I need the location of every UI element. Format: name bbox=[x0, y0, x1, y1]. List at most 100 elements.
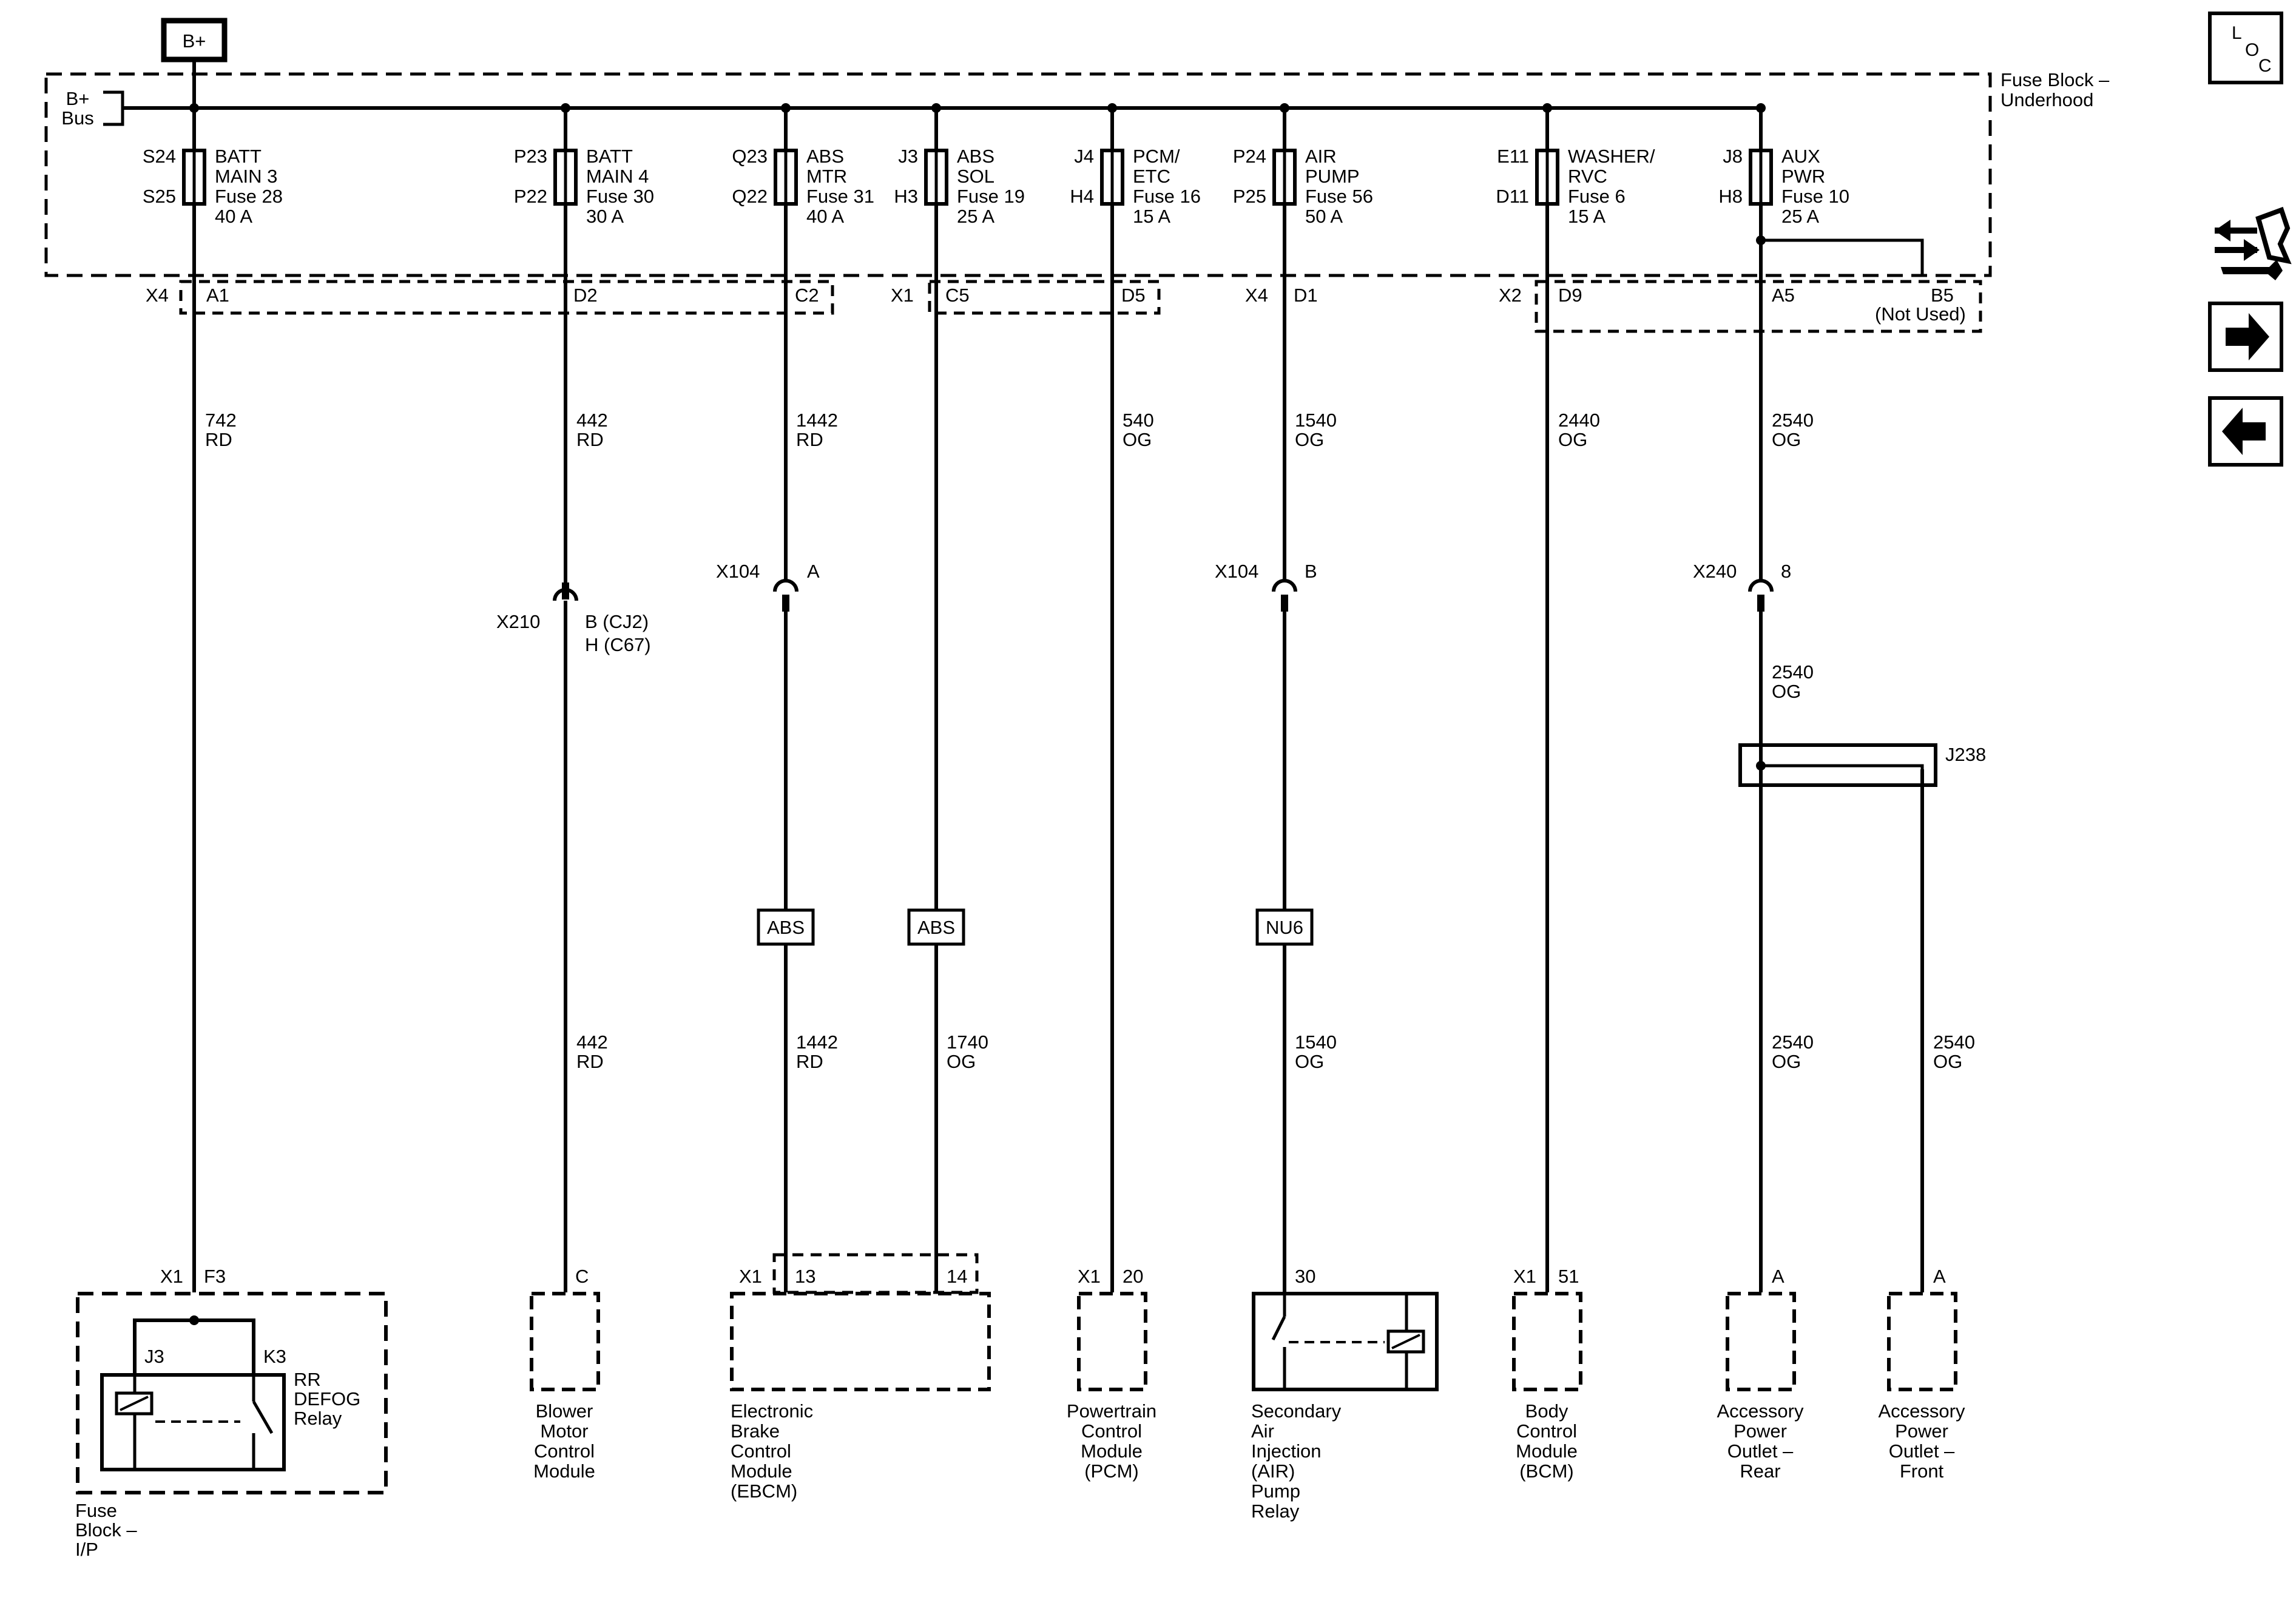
option-abs-1-label: ABS bbox=[767, 917, 805, 938]
fuse-rating: 40 A bbox=[806, 206, 844, 227]
conn-c2: C2 bbox=[795, 285, 819, 306]
fuse-name-1: BATT bbox=[586, 146, 633, 167]
vertical-wires bbox=[192, 209, 1924, 1292]
wire-labels: 742 RD 442 RD 1442 RD 540 OG 1540 OG 244… bbox=[205, 410, 1975, 1072]
svg-text:Outlet –: Outlet – bbox=[1727, 1440, 1794, 1462]
fuse-number: Fuse 6 bbox=[1568, 186, 1626, 207]
wire-2440-num: 2440 bbox=[1558, 410, 1600, 431]
ebcm-pin14: 14 bbox=[947, 1266, 967, 1287]
aux-branch-b5 bbox=[1761, 238, 1924, 274]
conn-d1: D1 bbox=[1294, 285, 1318, 306]
fuse-name-2: ETC bbox=[1133, 166, 1170, 187]
arrow-left-icon[interactable] bbox=[2208, 396, 2283, 467]
conn-a5: A5 bbox=[1772, 285, 1795, 306]
conn-x4b: X4 bbox=[1245, 285, 1268, 306]
wire-1442b-num: 1442 bbox=[796, 1031, 838, 1053]
svg-text:Control: Control bbox=[731, 1440, 791, 1462]
option-nu6 bbox=[1255, 908, 1314, 946]
wire-2540c-color: OG bbox=[1772, 1051, 1801, 1072]
fuse-rating: 15 A bbox=[1133, 206, 1170, 227]
fuse-block-ip-2: Block – bbox=[75, 1519, 137, 1541]
option-abs-2-label: ABS bbox=[917, 917, 955, 938]
wire-1442a-color: RD bbox=[796, 429, 823, 450]
blower-name: Blower Motor Control Module bbox=[533, 1400, 595, 1482]
wire-442a-num: 442 bbox=[576, 410, 608, 431]
bus-bracket bbox=[103, 90, 124, 126]
x104b-pin: B bbox=[1305, 561, 1317, 582]
wire-2540b-color: OG bbox=[1772, 681, 1801, 702]
svg-text:Module: Module bbox=[1081, 1440, 1143, 1462]
fuse-name-2: PWR bbox=[1781, 166, 1825, 187]
wire-1540a-num: 1540 bbox=[1295, 410, 1337, 431]
location-button[interactable]: L O C bbox=[2208, 12, 2283, 84]
rr-defog-name-2: DEFOG bbox=[294, 1388, 360, 1409]
wire-2540b-num: 2540 bbox=[1772, 661, 1814, 683]
air-pump-relay-component bbox=[1252, 1292, 1439, 1391]
wire-1540b-num: 1540 bbox=[1295, 1031, 1337, 1053]
connector-x1-box bbox=[928, 280, 1161, 315]
fuse-pin-bottom: Q22 bbox=[732, 186, 768, 207]
outlet-front-pin: A bbox=[1933, 1266, 1946, 1287]
svg-text:Powertrain: Powertrain bbox=[1067, 1400, 1156, 1422]
outlet-rear-name: Accessory Power Outlet – Rear bbox=[1717, 1400, 1804, 1482]
svg-text:Motor: Motor bbox=[540, 1420, 588, 1442]
svg-text:Injection: Injection bbox=[1251, 1440, 1321, 1462]
fuse-name-2: PUMP bbox=[1305, 166, 1360, 187]
svg-text:Front: Front bbox=[1900, 1460, 1944, 1482]
rr-defog-j3: J3 bbox=[144, 1346, 164, 1367]
svg-text:Body: Body bbox=[1525, 1400, 1568, 1422]
fuse-number: Fuse 19 bbox=[957, 186, 1025, 207]
fuse-number: Fuse 28 bbox=[215, 186, 283, 207]
rr-defog-name-3: Relay bbox=[294, 1408, 342, 1429]
pcm-name: Powertrain Control Module (PCM) bbox=[1067, 1400, 1156, 1482]
loc-letter-c: C bbox=[2258, 56, 2272, 76]
wire-540-color: OG bbox=[1123, 429, 1152, 450]
x104a-pin: A bbox=[807, 561, 820, 582]
svg-text:Power: Power bbox=[1895, 1420, 1948, 1442]
fuse-pin-top: S24 bbox=[143, 146, 176, 167]
fuse-name-1: BATT bbox=[215, 146, 262, 167]
ebcm-pin13: 13 bbox=[795, 1266, 815, 1287]
conn-a1: A1 bbox=[206, 285, 229, 306]
arrow-right-icon[interactable] bbox=[2208, 302, 2283, 372]
pcm-pin: 20 bbox=[1123, 1266, 1143, 1287]
wire-1540a-color: OG bbox=[1295, 429, 1324, 450]
svg-text:Secondary: Secondary bbox=[1251, 1400, 1342, 1422]
fuse-number: Fuse 56 bbox=[1305, 186, 1373, 207]
outlet-front-name: Accessory Power Outlet – Front bbox=[1879, 1400, 1965, 1482]
outlet-rear-pin: A bbox=[1772, 1266, 1784, 1287]
wire-1540b-color: OG bbox=[1295, 1051, 1324, 1072]
fuse-pin-top: E11 bbox=[1497, 146, 1529, 167]
bus-label-line2: Bus bbox=[61, 107, 93, 129]
x104b-label: X104 bbox=[1215, 561, 1258, 582]
j238-splice-dot bbox=[1756, 761, 1766, 771]
fuse-name-2: SOL bbox=[957, 166, 994, 187]
fuse-pin-top: P23 bbox=[514, 146, 547, 167]
fuse-name-2: MAIN 4 bbox=[586, 166, 649, 187]
fuse-name-1: ABS bbox=[957, 146, 994, 167]
conn-not-used: (Not Used) bbox=[1875, 303, 1966, 325]
svg-text:Outlet –: Outlet – bbox=[1889, 1440, 1955, 1462]
fuse-pin-bottom: P22 bbox=[514, 186, 547, 207]
svg-text:Accessory: Accessory bbox=[1717, 1400, 1804, 1422]
x240-label: X240 bbox=[1693, 561, 1737, 582]
connector-tools-icon[interactable] bbox=[2215, 206, 2292, 280]
bplus-label: B+ bbox=[183, 30, 206, 52]
svg-text:(PCM): (PCM) bbox=[1084, 1460, 1139, 1482]
ebcm-name: Electronic Brake Control Module (EBCM) bbox=[731, 1400, 813, 1502]
x104a-label: X104 bbox=[716, 561, 760, 582]
fuse-block-underhood-label-1: Fuse Block – bbox=[2001, 69, 2110, 90]
fuse-name-1: ABS bbox=[806, 146, 844, 167]
svg-text:Accessory: Accessory bbox=[1879, 1400, 1965, 1422]
fuse-block-ip-3: I/P bbox=[75, 1539, 98, 1560]
fuse-pin-top: J3 bbox=[898, 146, 918, 167]
outlet-front-box bbox=[1887, 1292, 1957, 1391]
conn-x1: X1 bbox=[891, 285, 914, 306]
fuse-pin-bottom: S25 bbox=[143, 186, 176, 207]
inline-connector-x210 bbox=[553, 582, 578, 601]
wire-540-num: 540 bbox=[1123, 410, 1154, 431]
